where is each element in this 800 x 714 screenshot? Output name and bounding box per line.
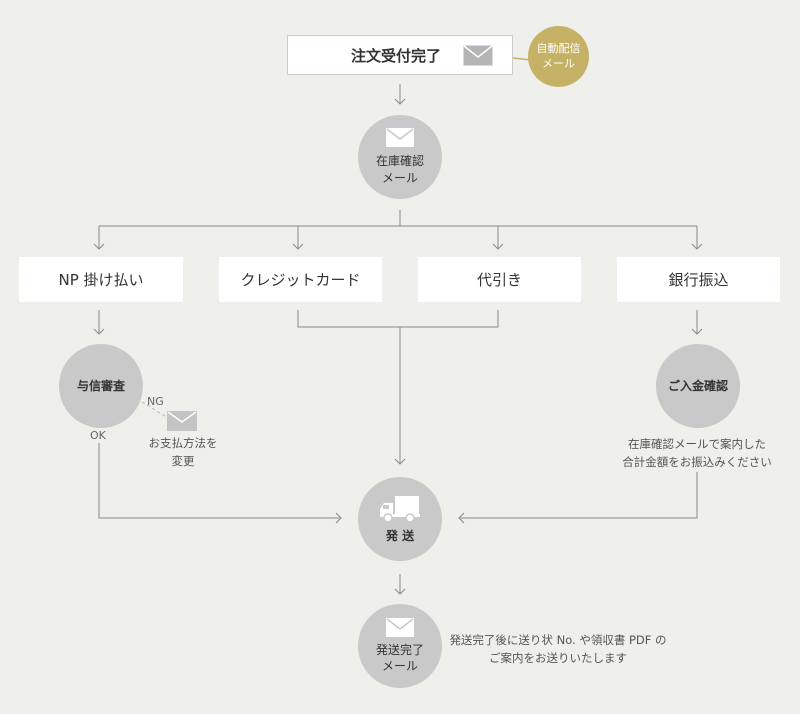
payment-confirm-label: ご入金確認 <box>667 378 728 393</box>
connector <box>98 443 342 524</box>
transfer-note-line-1: 在庫確認メールで案内した <box>628 437 766 451</box>
shipped-note-line-1: 発送完了後に送り状 No. や領収書 PDF の <box>449 633 667 647</box>
auto-mail-badge: 自動配信 メール <box>528 26 589 87</box>
auto-mail-label-2: メール <box>542 56 575 70</box>
connector <box>458 472 698 524</box>
credit-card-box: クレジットカード <box>219 257 382 302</box>
credit-review-node: 与信審査 <box>59 344 143 428</box>
np-payment-box: NP 掛け払い <box>19 257 183 302</box>
stock-confirm-label-2: メール <box>381 170 418 185</box>
shipped-note: 発送完了後に送り状 No. や領収書 PDF の ご案内をお送りいたします <box>440 632 676 668</box>
shipping-node: 発 送 <box>358 477 442 561</box>
truck-icon <box>380 495 420 523</box>
ok-label: OK <box>90 429 106 442</box>
order-complete-label: 注文受付完了 <box>351 46 442 65</box>
ng-label: NG <box>147 395 164 408</box>
stock-confirm-mail-node: 在庫確認 メール <box>358 115 442 199</box>
np-payment-label: NP 掛け払い <box>58 271 144 289</box>
order-complete-box: 注文受付完了 <box>287 35 513 75</box>
connector <box>297 310 499 465</box>
connector <box>394 574 406 595</box>
envelope-icon <box>386 128 414 148</box>
credit-card-label: クレジットカード <box>240 271 361 289</box>
connector <box>394 84 406 105</box>
envelope-icon <box>167 411 197 431</box>
payment-confirm-node: ご入金確認 <box>656 344 740 428</box>
connector <box>691 310 703 335</box>
connector <box>93 310 105 335</box>
envelope-icon <box>463 44 493 65</box>
cash-on-delivery-label: 代引き <box>476 271 522 289</box>
shipped-note-line-2: ご案内をお送りいたします <box>489 650 627 665</box>
credit-review-label: 与信審査 <box>76 378 125 393</box>
change-method-line-1: お支払方法を <box>148 436 218 450</box>
change-method-note: お支払方法を 変更 <box>133 435 233 471</box>
transfer-note-line-2: 合計金額をお振込みください <box>622 454 772 469</box>
transfer-note: 在庫確認メールで案内した 合計金額をお振込みください <box>597 436 797 472</box>
cash-on-delivery-box: 代引き <box>418 257 581 302</box>
connector <box>99 210 697 227</box>
connector <box>492 226 504 250</box>
shipped-label-2: メール <box>381 659 418 673</box>
ng-connector <box>141 401 169 419</box>
shipped-mail-node: 発送完了 メール <box>358 604 442 688</box>
shipping-label: 発 送 <box>385 528 415 543</box>
connector <box>691 226 703 250</box>
bank-transfer-box: 銀行振込 <box>617 257 780 302</box>
connector <box>292 226 304 250</box>
auto-mail-label-1: 自動配信 <box>536 41 581 55</box>
shipped-label-1: 発送完了 <box>375 642 424 657</box>
stock-confirm-label-1: 在庫確認 <box>375 154 424 169</box>
envelope-icon <box>386 617 414 637</box>
connector <box>93 226 105 250</box>
bank-transfer-label: 銀行振込 <box>668 271 729 289</box>
change-method-line-2: 変更 <box>171 453 195 468</box>
